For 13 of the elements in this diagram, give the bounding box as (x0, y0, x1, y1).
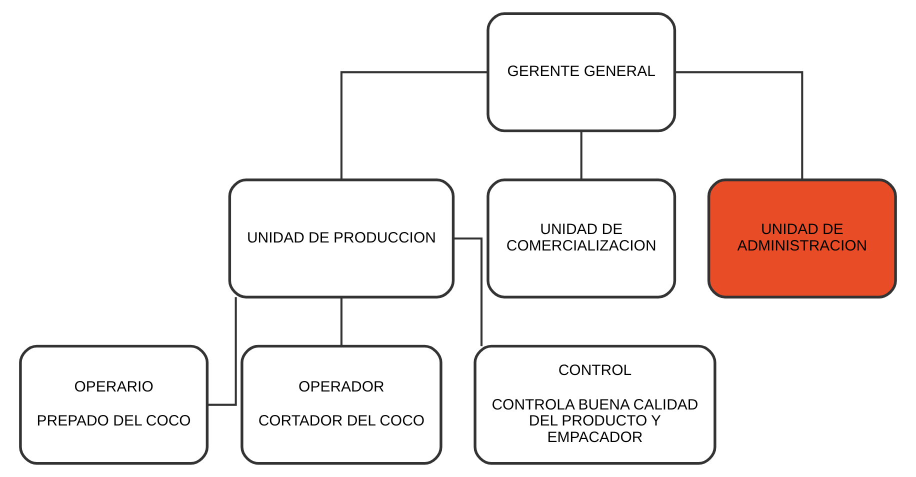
connector (675, 71, 804, 180)
node-box: OPERADOR CORTADOR DEL COCO (240, 344, 442, 465)
node-box: UNIDAD DE COMERCIALIZACION (486, 178, 676, 298)
node-box: UNIDAD DE ADMINISTRACION (707, 178, 897, 298)
connector (340, 297, 342, 346)
connector (580, 130, 582, 180)
node-box: CONTROL CONTROLA BUENA CALIDAD DEL PRODUCTO Y EMPACADOR (474, 344, 716, 465)
node-box: UNIDAD DE PRODUCCION (228, 178, 455, 298)
connector (208, 297, 237, 406)
node-box: OPERARIO PREPADO DEL COCO (19, 344, 209, 465)
node-box: GERENTE GENERAL (486, 12, 676, 132)
connector (454, 237, 483, 346)
connector (340, 71, 488, 180)
